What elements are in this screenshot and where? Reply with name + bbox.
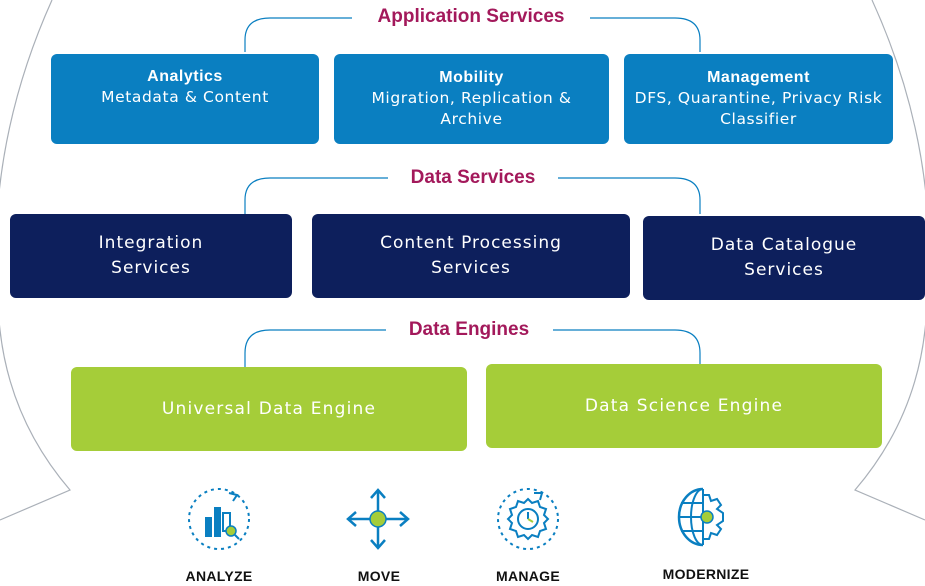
four-way-arrows-icon bbox=[346, 488, 410, 550]
analyze-label: ANALYZE bbox=[185, 568, 253, 584]
universal-data-engine-box: Universal Data Engine bbox=[71, 367, 467, 451]
analytics-title: Analytics bbox=[147, 67, 223, 85]
mobility-box: Mobility Migration, Replication & Archiv… bbox=[334, 54, 609, 144]
modernize-label: MODERNIZE bbox=[662, 566, 750, 582]
universal-data-engine-label: Universal Data Engine bbox=[161, 398, 377, 419]
data-catalogue-services-label: Data Catalogue Services bbox=[710, 235, 858, 280]
management-box: Management DFS, Quarantine, Privacy Risk… bbox=[624, 54, 893, 144]
bar-chart-magnifier-icon bbox=[188, 488, 250, 550]
data-catalogue-services-box: Data Catalogue Services bbox=[643, 216, 925, 300]
application-services-title: Application Services bbox=[352, 6, 590, 28]
content-processing-services-label: Content Processing Services bbox=[380, 233, 562, 278]
integration-services-label: Integration Services bbox=[98, 233, 204, 278]
data-engines-title: Data Engines bbox=[386, 319, 552, 341]
data-services-title: Data Services bbox=[388, 167, 558, 189]
mobility-title: Mobility bbox=[439, 69, 504, 86]
move-label: MOVE bbox=[357, 568, 401, 584]
management-subtitle: DFS, Quarantine, Privacy Risk Classifier bbox=[634, 89, 883, 128]
analytics-box: Analytics Metadata & Content bbox=[51, 54, 319, 144]
manage-label: MANAGE bbox=[495, 568, 561, 584]
gear-clock-icon bbox=[497, 488, 559, 550]
management-title: Management bbox=[707, 69, 810, 86]
data-science-engine-box: Data Science Engine bbox=[486, 364, 882, 448]
mobility-subtitle: Migration, Replication & Archive bbox=[371, 89, 572, 128]
globe-gear-icon bbox=[677, 487, 724, 547]
data-science-engine-label: Data Science Engine bbox=[584, 395, 784, 416]
integration-services-box: Integration Services bbox=[10, 214, 292, 298]
analytics-subtitle: Metadata & Content bbox=[101, 87, 269, 106]
content-processing-services-box: Content Processing Services bbox=[312, 214, 630, 298]
